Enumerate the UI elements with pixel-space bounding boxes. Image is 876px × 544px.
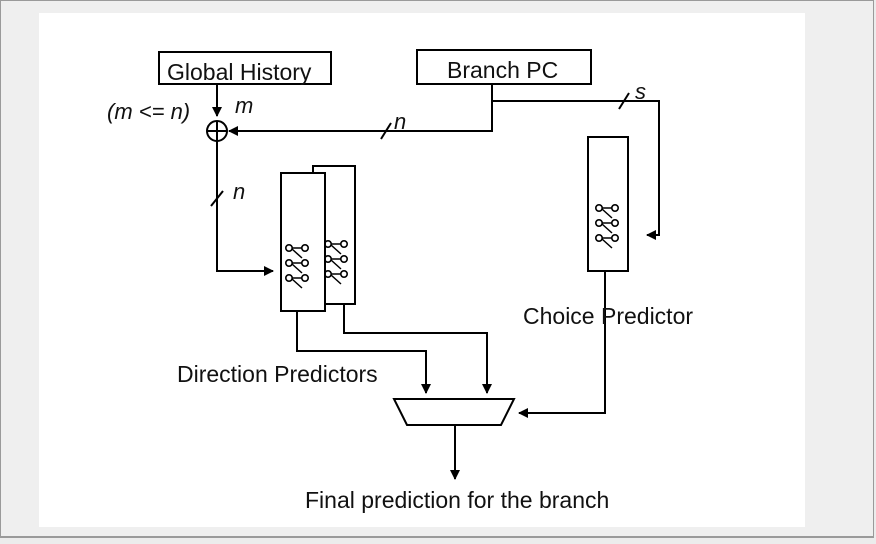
s-label: s [635, 79, 646, 104]
xor-to-direction-line [216, 141, 274, 276]
branch-pc-label: Branch PC [447, 57, 559, 83]
front-table-to-mux-line [296, 311, 431, 394]
direction-predictors-label: Direction Predictors [177, 361, 378, 387]
choice-predictor-table [587, 136, 629, 272]
pc-to-choice-line [492, 100, 660, 240]
condition-label: (m <= n) [107, 99, 191, 124]
diagram-svg [158, 49, 660, 480]
mux-selector [392, 398, 516, 426]
n-label-left: n [233, 179, 246, 204]
n-label-upper: n [394, 109, 407, 134]
xor-symbol [206, 120, 228, 142]
diagram-canvas: Global History Branch PC (m <= n) m n n … [39, 13, 805, 527]
pc-to-xor-line [228, 84, 493, 136]
direction-predictor-table-front [280, 172, 326, 312]
choice-predictor-label: Choice Predictor [523, 303, 694, 329]
m-label: m [235, 93, 254, 118]
choice-to-mux-line [518, 271, 606, 418]
branch-pc-box [416, 49, 592, 85]
back-table-to-mux-line [343, 304, 492, 394]
global-history-box [158, 51, 332, 85]
final-prediction-label: Final prediction for the branch [305, 487, 610, 513]
global-history-label: Global History [167, 59, 312, 85]
